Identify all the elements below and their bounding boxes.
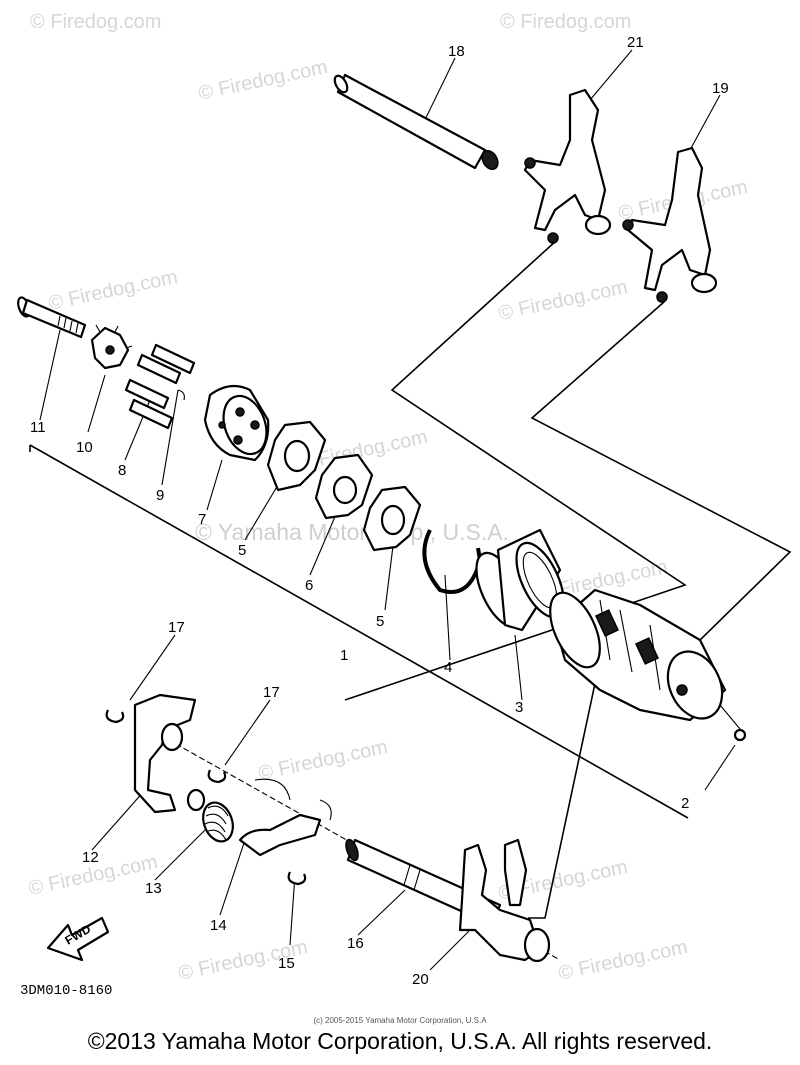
leader-17b bbox=[224, 699, 271, 766]
leader-19 bbox=[689, 94, 721, 151]
part-7-drum-segment bbox=[203, 384, 270, 462]
leader-20 bbox=[429, 929, 471, 971]
callout-5b: 5 bbox=[376, 613, 384, 630]
part-15-circlip bbox=[287, 871, 307, 886]
callout-6: 6 bbox=[305, 577, 313, 594]
callout-12: 12 bbox=[82, 849, 99, 866]
part-11-bolt bbox=[17, 296, 87, 339]
watermark: © Firedog.com bbox=[256, 736, 389, 785]
part-18-guide-bar bbox=[333, 73, 499, 171]
leader-9 bbox=[161, 389, 179, 486]
callout-16: 16 bbox=[347, 935, 364, 952]
callout-20: 20 bbox=[412, 971, 429, 988]
callout-10: 10 bbox=[76, 439, 93, 456]
watermark: © Firedog.com bbox=[496, 276, 629, 325]
center-watermark: © Yamaha Motor Corp., U.S.A. bbox=[195, 519, 509, 545]
leader-13 bbox=[154, 829, 206, 881]
leader-2 bbox=[704, 744, 736, 791]
watermark: © Firedog.com bbox=[196, 56, 329, 105]
part-5-plate-a bbox=[266, 420, 327, 492]
watermark: © Firedog.com bbox=[500, 11, 631, 33]
callout-11: 11 bbox=[30, 419, 46, 436]
callout-5a: 5 bbox=[238, 542, 246, 559]
part-14-spring-plate bbox=[238, 778, 332, 857]
part-20-shift-fork bbox=[458, 838, 551, 963]
part-19-shift-fork bbox=[622, 146, 718, 303]
leader-14 bbox=[219, 839, 246, 916]
leader-baseline bbox=[29, 444, 689, 819]
part-21-shift-fork bbox=[523, 88, 612, 244]
callout-3: 3 bbox=[515, 699, 523, 716]
callout-17a: 17 bbox=[168, 619, 185, 636]
callout-1: 1 bbox=[340, 647, 348, 664]
part-12-shift-lever bbox=[133, 693, 206, 814]
fork-19-guide-line bbox=[530, 301, 792, 641]
callout-2: 2 bbox=[681, 795, 689, 812]
part-6-plate bbox=[314, 453, 374, 520]
leader-17a bbox=[129, 634, 176, 701]
callout-13: 13 bbox=[145, 880, 162, 897]
leader-4 bbox=[444, 574, 451, 661]
callout-4: 4 bbox=[444, 659, 452, 676]
callout-14: 14 bbox=[210, 917, 227, 934]
leader-11 bbox=[39, 329, 61, 421]
callout-17b: 17 bbox=[263, 684, 280, 701]
watermark: © Firedog.com bbox=[46, 266, 179, 315]
watermark: © Firedog.com bbox=[30, 11, 161, 33]
part-10-segment bbox=[90, 324, 133, 370]
leader-15 bbox=[289, 874, 296, 946]
part-17-circlip-a bbox=[105, 709, 125, 724]
leader-21 bbox=[589, 49, 633, 101]
fork-20-guide-line bbox=[528, 659, 601, 919]
callout-19: 19 bbox=[712, 80, 729, 97]
drawing-code: 3DM010-8160 bbox=[20, 983, 113, 999]
forward-direction-arrow: FWD bbox=[46, 916, 110, 962]
callout-15: 15 bbox=[278, 955, 295, 972]
callout-7: 7 bbox=[198, 511, 206, 528]
part-17-circlip-b bbox=[207, 769, 227, 784]
part-5-plate-b bbox=[362, 485, 422, 552]
copyright-notice: ©2013 Yamaha Motor Corporation, U.S.A. A… bbox=[87, 1028, 713, 1054]
part-1-shift-drum bbox=[549, 588, 727, 722]
fork-21-guide-line bbox=[344, 239, 687, 701]
leader-16 bbox=[357, 889, 406, 936]
part-9-clip bbox=[177, 389, 185, 401]
reference-lines bbox=[29, 239, 792, 961]
leader-7 bbox=[206, 459, 223, 511]
watermark: © Firedog.com bbox=[556, 936, 689, 985]
callout-21: 21 bbox=[627, 34, 644, 51]
small-copyright: (c) 2005-2015 Yamaha Motor Corporation, … bbox=[313, 1016, 487, 1025]
leader-12 bbox=[91, 789, 146, 851]
leader-3 bbox=[514, 634, 523, 701]
part-4-circlip bbox=[422, 529, 483, 594]
callout-9: 9 bbox=[156, 487, 164, 504]
callout-8: 8 bbox=[118, 462, 126, 479]
leader-10 bbox=[87, 374, 106, 433]
callout-numbers: 18 21 19 11 10 8 9 7 5 6 5 1 4 3 17 17 2… bbox=[30, 34, 729, 988]
part-2-pin bbox=[733, 728, 747, 742]
part-13-spring bbox=[202, 801, 234, 843]
callout-18: 18 bbox=[448, 43, 465, 60]
part-8-pins bbox=[124, 343, 196, 430]
